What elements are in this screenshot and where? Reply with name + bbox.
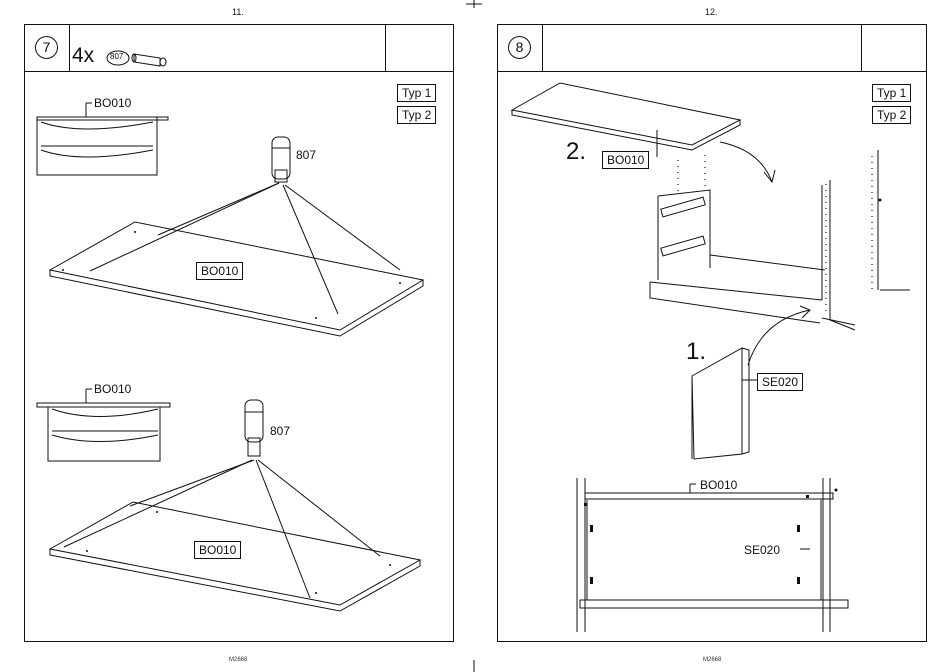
hole-row: [678, 155, 872, 315]
cabinet-thumbnail-typ1: [37, 117, 168, 175]
dowel-807: [245, 400, 263, 456]
dowel-807: [272, 137, 290, 182]
sub-step-1: 1.: [686, 338, 706, 366]
sub-step-2: 2.: [566, 138, 586, 166]
part-label-bo010-boxed: BO010: [194, 541, 241, 559]
arrow-up: [748, 310, 810, 365]
part-label-bo010-boxed: BO010: [196, 262, 243, 280]
part-label-bo010: BO010: [94, 382, 131, 396]
type-1-label: Typ 1: [872, 84, 911, 102]
arrow-down: [720, 142, 772, 182]
part-badge-text: 807: [110, 52, 123, 62]
cabinet-perspective: [650, 150, 910, 330]
part-label-se020-boxed: SE020: [757, 373, 803, 391]
part-label-se020: SE020: [744, 543, 780, 557]
cabinet-thumbnail-typ2: [37, 403, 170, 461]
dowel-icon: [132, 54, 166, 66]
top-panel-right: [512, 83, 740, 157]
part-label-807: 807: [296, 148, 316, 162]
type-2-label: Typ 2: [397, 106, 436, 124]
top-panel-typ2: [50, 400, 420, 611]
part-label-bo010: BO010: [94, 96, 131, 110]
front-view: [577, 478, 848, 632]
part-label-bo010-boxed: BO010: [602, 151, 649, 169]
part-label-807: 807: [270, 424, 290, 438]
type-2-label: Typ 2: [872, 106, 911, 124]
top-panel-typ1: [50, 137, 423, 336]
type-1-label: Typ 1: [397, 84, 436, 102]
fittings: [62, 199, 882, 595]
part-label-bo010: BO010: [700, 478, 737, 492]
